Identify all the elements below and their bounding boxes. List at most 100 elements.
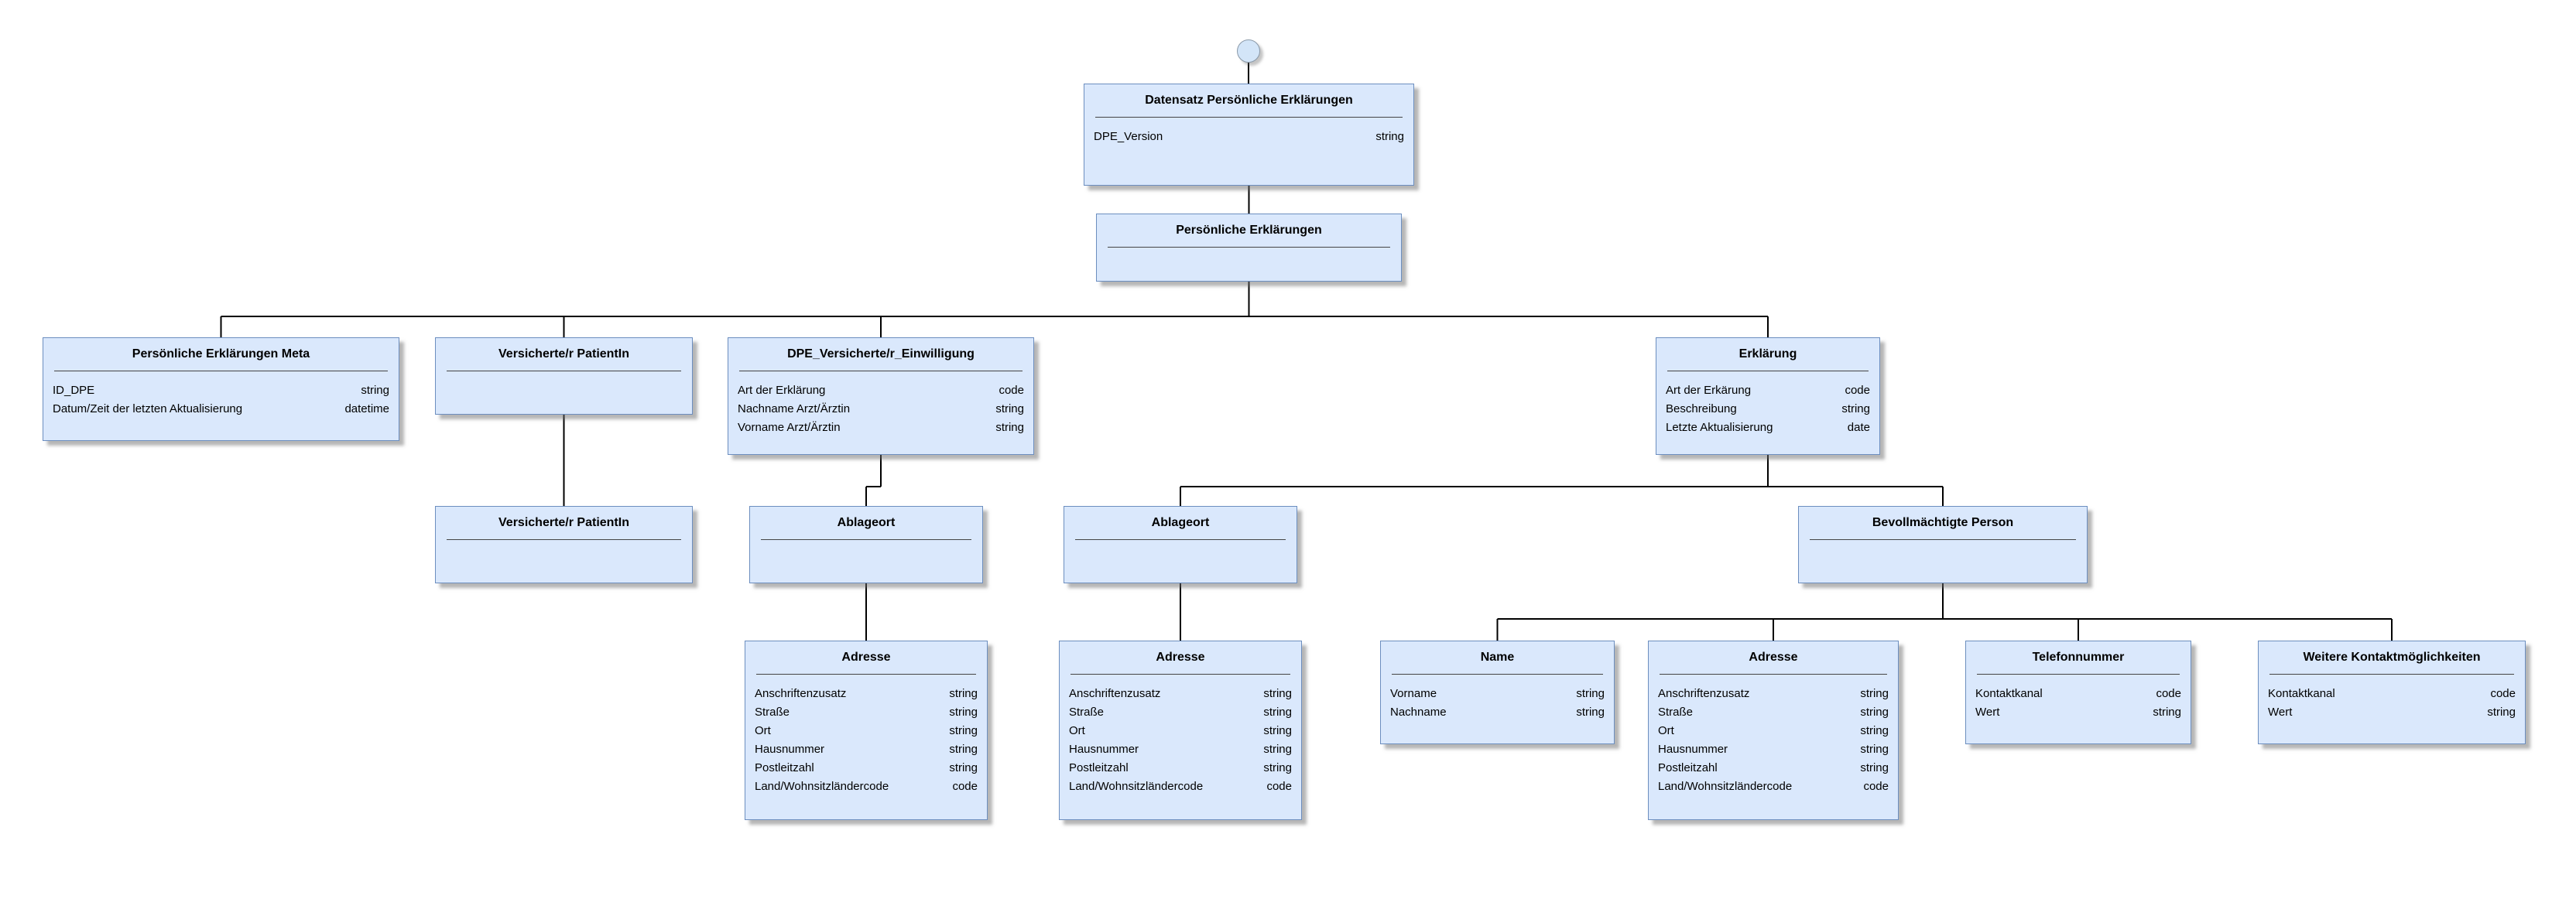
field-name: Kontaktkanal [1975,687,2043,700]
field-type: code [2490,687,2516,700]
field-type: string [949,761,978,774]
field-name: Anschriftenzusatz [1658,687,1750,700]
node-fields [436,371,692,381]
field-type: string [1263,687,1292,700]
node-title: Bevollmächtigte Person [1872,516,2014,529]
node-title: Persönliche Erklärungen Meta [132,347,310,361]
field-type: string [361,384,389,397]
title-separator [1392,674,1603,675]
field-type: string [1576,687,1605,700]
field-name: Beschreibung [1666,402,1737,415]
field-name: Anschriftenzusatz [755,687,847,700]
title-separator [1810,539,2076,540]
field-row: Nachname string [1390,703,1605,722]
node-title: Weitere Kontaktmöglichkeiten [2303,651,2481,664]
node-pe[interactable]: Persönliche Erklärungen [1096,214,1402,282]
node-abl2[interactable]: Ablageort [1064,506,1297,583]
field-type: code [2156,687,2181,700]
field-name: Ort [1658,724,1674,737]
field-name: Land/Wohnsitzländercode [1658,780,1793,793]
field-name: DPE_Version [1094,130,1163,143]
field-name: Nachname Arzt/Ärztin [738,402,851,415]
node-title: Telefonnummer [2032,651,2125,664]
node-title: Erklärung [1738,347,1797,361]
node-vp2[interactable]: Versicherte/r PatientIn [435,506,693,583]
node-title: DPE_Versicherte/r_Einwilligung [787,347,975,361]
field-name: Ort [1069,724,1085,737]
node-abl1[interactable]: Ablageort [749,506,983,583]
node-title: Versicherte/r PatientIn [498,516,629,529]
field-type: string [1263,724,1292,737]
field-type: code [1266,780,1292,793]
field-name: Land/Wohnsitzländercode [755,780,889,793]
field-type: string [949,743,978,756]
field-row: Ort string [755,722,978,740]
field-type: date [1847,421,1870,434]
field-name: Vorname Arzt/Ärztin [738,421,841,434]
node-title: Name [1480,651,1515,664]
field-type: datetime [344,402,389,415]
node-fields [436,540,692,550]
field-name: Postleitzahl [1069,761,1129,774]
field-name: Letzte Aktualisierung [1666,421,1773,434]
node-title: Persönliche Erklärungen [1176,224,1322,237]
title-separator [761,539,971,540]
field-type: code [952,780,978,793]
field-name: Vorname [1390,687,1437,700]
node-bp[interactable]: Bevollmächtigte Person [1798,506,2088,583]
field-name: Straße [1069,706,1105,719]
node-fields [1799,540,2087,550]
title-separator [1660,674,1887,675]
node-fields [750,540,982,550]
field-name: Ort [755,724,771,737]
root-anchor-circle[interactable] [1237,39,1260,63]
node-fields [1064,540,1297,550]
field-type: string [949,724,978,737]
node-vp1[interactable]: Versicherte/r PatientIn [435,337,693,415]
node-title: Versicherte/r PatientIn [498,347,629,361]
field-type: string [1375,130,1404,143]
field-type: string [1576,706,1605,719]
field-type: code [1845,384,1870,397]
field-row: Vorname string [1390,685,1605,703]
field-name: Nachname [1390,706,1447,719]
field-row: Letzte Aktualisierung date [1666,419,1870,437]
field-type: string [1860,724,1889,737]
field-name: Art der Erkärung [1666,384,1752,397]
field-type: string [1263,761,1292,774]
field-row: Kontaktkanal code [1975,685,2181,703]
title-separator [1070,674,1290,675]
title-separator [756,674,976,675]
field-name: Straße [755,706,790,719]
title-separator [447,539,681,540]
field-row: Ort string [1658,722,1889,740]
